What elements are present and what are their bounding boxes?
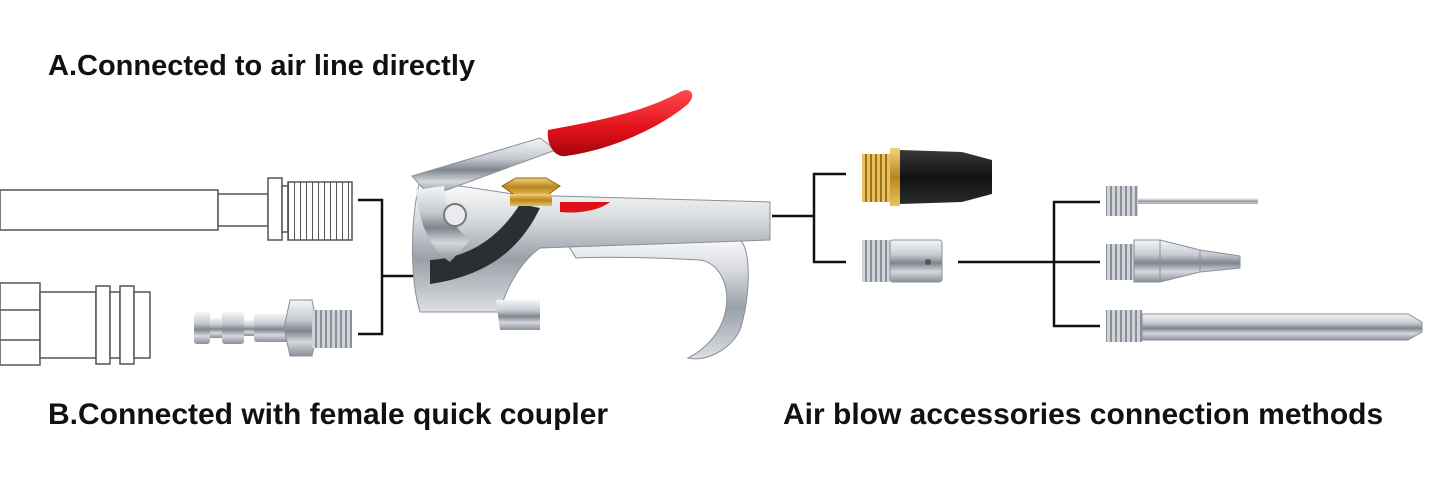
- caption-accessories: Air blow accessories connection methods: [783, 398, 1384, 431]
- adapter-nozzle-icon: [862, 239, 943, 283]
- extension-tube-icon: [1106, 310, 1423, 342]
- connector-bracket-right: [958, 200, 1100, 328]
- male-quick-plug-icon: [194, 299, 352, 357]
- rubber-tip-nozzle-icon: [862, 148, 992, 206]
- connector-bracket-left: [358, 198, 420, 336]
- female-quick-coupler-icon: [0, 282, 151, 366]
- tapered-nozzle-icon: [1106, 239, 1241, 283]
- connector-bracket-middle: [772, 172, 846, 264]
- caption-air-line: A.Connected to air line directly: [48, 50, 476, 82]
- caption-quick-coupler: B.Connected with female quick coupler: [48, 398, 609, 431]
- needle-nozzle-icon: [1106, 186, 1258, 216]
- blow-gun-icon: [411, 90, 771, 360]
- air-hose-icon: [0, 177, 353, 241]
